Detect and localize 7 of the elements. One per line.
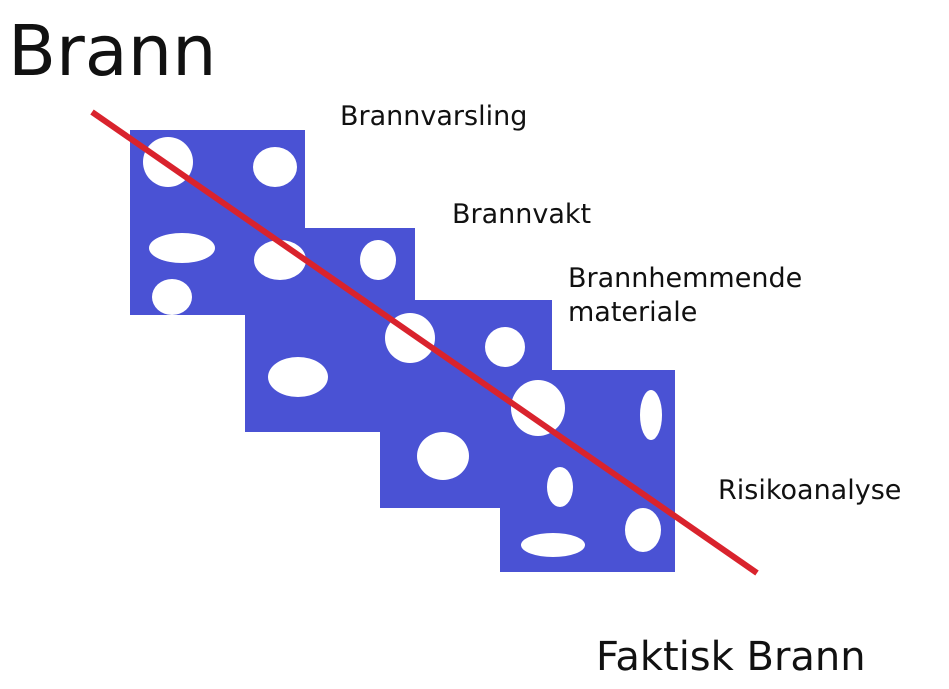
start-label: Brann: [8, 9, 216, 94]
barrier-label: Risikoanalyse: [718, 474, 902, 508]
end-label: Faktisk Brann: [596, 633, 866, 682]
barrier-slice: [500, 370, 675, 572]
barrier-label: Brannvakt: [452, 198, 592, 232]
barrier-label: Brannhemmende materiale: [568, 262, 804, 330]
barrier-label: Brannvarsling: [340, 100, 528, 134]
